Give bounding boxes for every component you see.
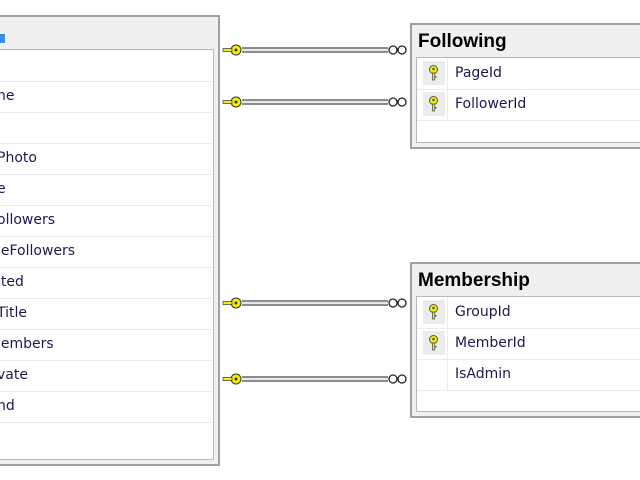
column-name: nd xyxy=(0,398,15,414)
column-name: FollowerId xyxy=(455,96,527,112)
table-icon xyxy=(0,34,5,43)
relationship-line[interactable] xyxy=(222,93,412,108)
table-row[interactable]: ited xyxy=(0,267,213,299)
table-row[interactable]: ollowers xyxy=(0,205,213,237)
infinity-end-icon xyxy=(388,97,407,107)
row-selector-separator xyxy=(447,89,448,120)
column-name: ited xyxy=(0,274,24,290)
row-selector-separator xyxy=(447,359,448,390)
table-title: Following xyxy=(418,31,507,52)
table-row[interactable]: e xyxy=(0,174,213,206)
column-name: PageId xyxy=(455,65,502,81)
table-row[interactable]: FollowerId xyxy=(417,89,640,121)
row-selector-separator xyxy=(447,328,448,359)
column-name: vate xyxy=(0,367,28,383)
infinity-end-icon xyxy=(388,298,407,308)
column-name: e xyxy=(0,181,6,197)
table-row[interactable]: ne xyxy=(0,81,213,113)
key-end-icon xyxy=(222,373,242,385)
table-title: Membership xyxy=(418,270,530,291)
infinity-end-icon xyxy=(388,374,407,384)
relationship-line[interactable] xyxy=(222,294,412,309)
table-row[interactable]: GroupId xyxy=(417,297,640,329)
table-row[interactable]: lembers xyxy=(0,329,213,361)
table-row[interactable] xyxy=(0,112,213,144)
table-row[interactable]: vate xyxy=(0,360,213,392)
primary-key-icon xyxy=(423,61,445,85)
row-selector-separator xyxy=(447,297,448,328)
key-end-icon xyxy=(222,44,242,56)
infinity-end-icon xyxy=(388,45,407,55)
column-name: IsAdmin xyxy=(455,366,512,382)
table-row[interactable]: Title xyxy=(0,298,213,330)
primary-key-icon xyxy=(423,331,445,355)
column-name: ollowers xyxy=(0,212,56,228)
table-row[interactable]: nd xyxy=(0,391,213,423)
column-name: MemberId xyxy=(455,335,526,351)
table-row[interactable]: MemberId xyxy=(417,328,640,360)
column-name: Title xyxy=(0,305,28,321)
table-row[interactable]: leFollowers xyxy=(0,236,213,268)
column-name: Photo xyxy=(0,150,37,166)
primary-key-icon xyxy=(423,300,445,324)
relationship-line[interactable] xyxy=(222,41,412,56)
table-row[interactable]: IsAdmin xyxy=(417,359,640,391)
column-name: leFollowers xyxy=(0,243,76,259)
column-name: ne xyxy=(0,88,15,104)
table-row[interactable]: Photo xyxy=(0,143,213,175)
key-end-icon xyxy=(222,96,242,108)
table-row[interactable]: PageId xyxy=(417,58,640,90)
relationship-line[interactable] xyxy=(222,370,412,385)
row-selector-separator xyxy=(447,58,448,89)
table-row[interactable] xyxy=(0,50,213,82)
key-end-icon xyxy=(222,297,242,309)
column-name: GroupId xyxy=(455,304,511,320)
primary-key-icon xyxy=(423,92,445,116)
column-name: lembers xyxy=(0,336,54,352)
